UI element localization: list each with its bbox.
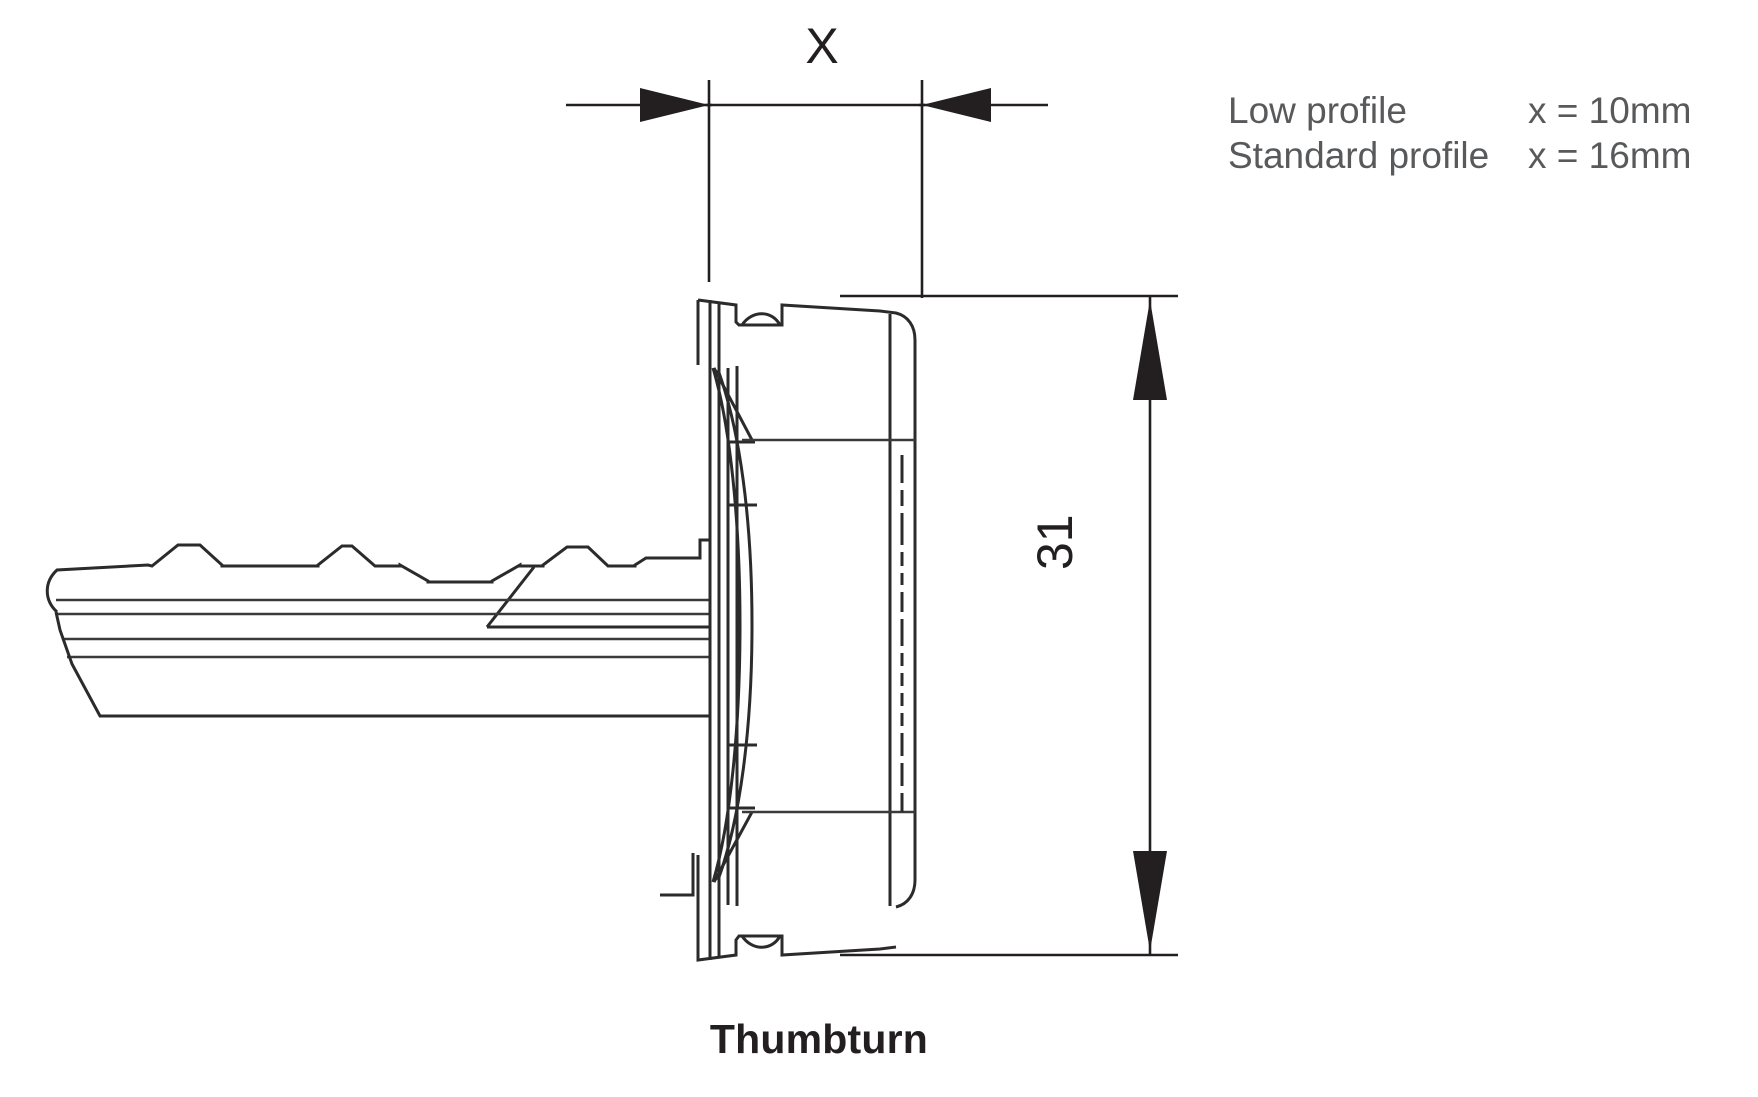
thumbturn-body (660, 298, 917, 962)
legend-value-low-profile: x = 10mm (1528, 90, 1692, 131)
arrow-head-bottom (1133, 851, 1167, 951)
arrow-head-left (640, 88, 709, 122)
legend-row-low-profile: Low profile x = 10mm (1228, 88, 1728, 133)
profile-legend: Low profile x = 10mm Standard profile x … (1228, 88, 1728, 178)
arrow-head-top (1133, 300, 1167, 400)
key-blade-profile (45, 538, 712, 718)
vertical-dimension-31 (840, 294, 1178, 957)
horizontal-dimension-x (566, 80, 1048, 298)
legend-label-low-profile: Low profile (1228, 90, 1407, 131)
legend-row-standard-profile: Standard profile x = 16mm (1228, 133, 1728, 178)
legend-value-standard-profile: x = 16mm (1528, 135, 1692, 176)
dimension-label-x: X (805, 18, 839, 74)
legend-label-standard-profile: Standard profile (1228, 135, 1490, 176)
dimension-label-31: 31 (1027, 514, 1083, 570)
thumbturn-lever-arm (711, 367, 757, 883)
arrow-head-right (922, 88, 991, 122)
